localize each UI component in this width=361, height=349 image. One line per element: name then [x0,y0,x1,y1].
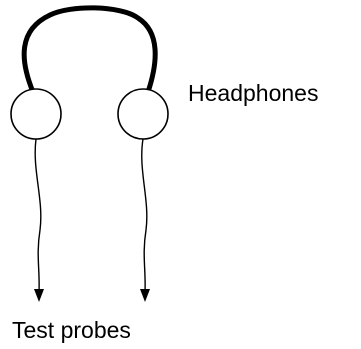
headband [21,5,158,95]
right-probe-arrowhead [140,289,150,302]
left-probe-wire [34,138,42,293]
headphones-label: Headphones [188,80,319,106]
left-earpiece [10,88,62,140]
test-probes-label: Test probes [12,317,131,343]
left-probe-arrowhead [34,289,44,302]
right-probe-wire [141,138,148,293]
right-earpiece [117,88,169,140]
